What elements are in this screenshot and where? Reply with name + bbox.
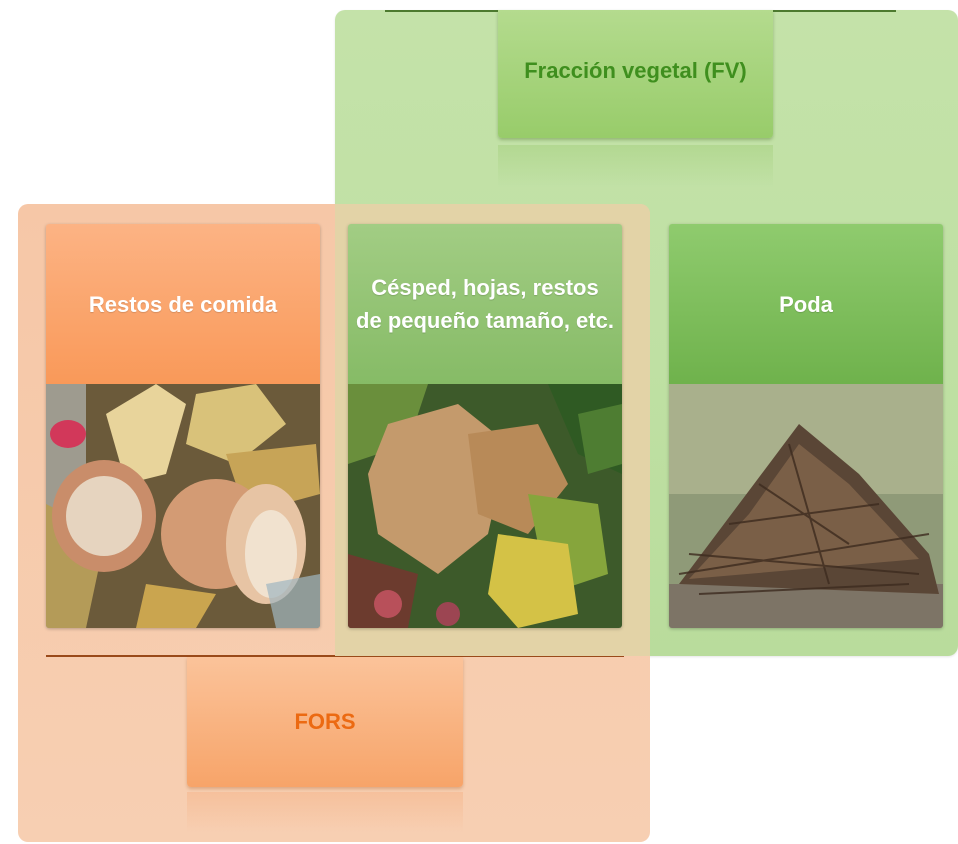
fors-title-reflection [187,792,463,832]
fv-group-title-box: Fracción vegetal (FV) [498,10,773,138]
card-pruning-label: Poda [669,224,943,384]
card-food-scraps: Restos de comida [46,224,320,628]
card-food-scraps-label: Restos de comida [46,224,320,384]
card-leaves-grass: Césped, hojas, restos de pequeño tamaño,… [348,224,622,628]
card-leaves-grass-label: Césped, hojas, restos de pequeño tamaño,… [348,224,622,384]
leaves-grass-image [348,384,622,628]
card-pruning: Poda [669,224,943,628]
fors-group-title-box: FORS [187,657,463,787]
food-scraps-image [46,384,320,628]
fv-group-title: Fracción vegetal (FV) [524,58,747,83]
fv-title-reflection [498,145,773,187]
fors-group-title: FORS [294,709,356,734]
pruning-image [669,384,943,628]
